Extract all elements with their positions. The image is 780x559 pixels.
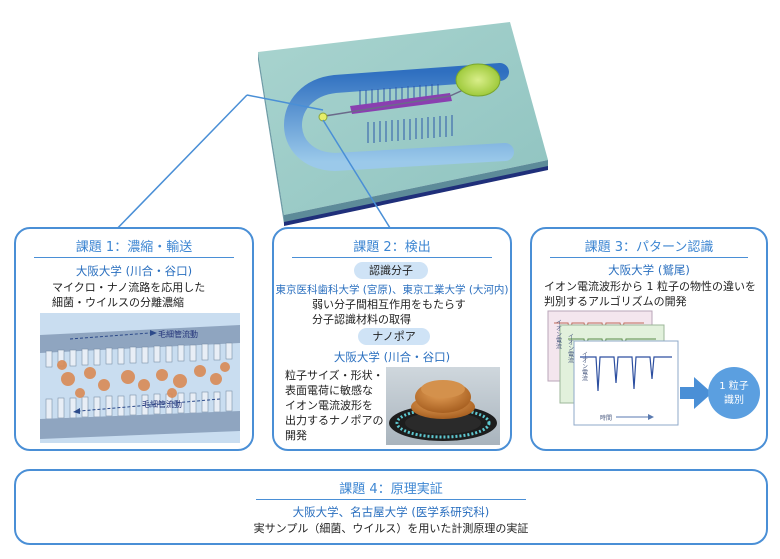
flow-label-bottom: 毛細管流動 [142,399,182,409]
card2-institutions1: 東京医科歯科大学 (宮原)、東京工業大学 (大河内) [275,284,509,296]
result-circle [708,367,760,419]
card1-line1: マイクロ・ナノ流路を応用した [52,281,206,294]
card4-line: 実サンプル（細菌、ウイルス）を用いた計測原理の実証 [253,522,529,535]
waveform-xlabel: 時間 [600,414,612,422]
card2-desc-3: イオン電流波形を [285,399,373,412]
result-arrow [680,377,712,409]
waveform-illustration: 時間 イオン電流 イオン電流 イオン電流 1 粒子 識別 [547,310,760,426]
inlet [318,112,328,122]
card3-line1: イオン電流波形から 1 粒子の物性の違いを [544,280,756,293]
flow-label-top: 毛細管流動 [158,329,198,339]
chip-illustration [109,22,548,237]
card2-line1: 弱い分子間相互作用をもたらす [312,298,466,311]
card3-line2: 判別するアルゴリズムの開発 [544,295,687,308]
result-line2: 識別 [724,393,744,406]
card1-title: 課題 1：濃縮・輸送 [75,240,193,255]
card4-institutions: 大阪大学、名古屋大学 (医学系研究科) [292,505,490,519]
pill-nanopore: ナノポア [358,328,430,345]
capillary-flow-illustration: 毛細管流動 毛細管流動 [40,313,240,443]
nanopore-illustration [386,367,500,445]
card1-line2: 細菌・ウイルスの分離濃縮 [52,296,184,309]
card2-line2: 分子認識材料の取得 [312,313,411,326]
card-task-4: 課題 4：原理実証 大阪大学、名古屋大学 (医学系研究科) 実サンプル（細菌、ウ… [14,469,768,545]
waveform-ylabel-mid: イオン電流 [567,333,574,364]
card1-institution: 大阪大学 (川合・谷口) [75,264,193,278]
card2-desc-5: 開発 [285,429,307,442]
card2-desc-4: 出力するナノポアの [285,414,384,427]
waveform-ylabel-front: イオン電流 [581,351,588,382]
card-task-2: 課題 2：検出 認識分子 東京医科歯科大学 (宮原)、東京工業大学 (大河内) … [272,227,512,451]
card-task-3: 課題 3：パターン認識 大阪大学 (鷲尾) イオン電流波形から 1 粒子の物性の… [530,227,768,451]
waveform-ylabel-back: イオン電流 [555,319,562,350]
card-task-1: 課題 1：濃縮・輸送 大阪大学 (川合・谷口) マイクロ・ナノ流路を応用した 細… [14,227,254,451]
sample-well [455,63,501,97]
card2-desc-1: 粒子サイズ・形状・ [285,369,384,382]
pill-recognition-molecule: 認識分子 [354,262,428,279]
card2-title: 課題 2：検出 [353,240,431,255]
card3-title: 課題 3：パターン認識 [584,240,714,255]
card2-institution2: 大阪大学 (川合・谷口) [333,350,451,364]
card2-desc-2: 表面電荷に敏感な [285,384,373,397]
u-channel [284,63,514,172]
card3-institution: 大阪大学 (鷲尾) [608,263,690,277]
card4-title: 課題 4：原理実証 [339,482,443,497]
result-line1: 1 粒子 [719,379,749,392]
